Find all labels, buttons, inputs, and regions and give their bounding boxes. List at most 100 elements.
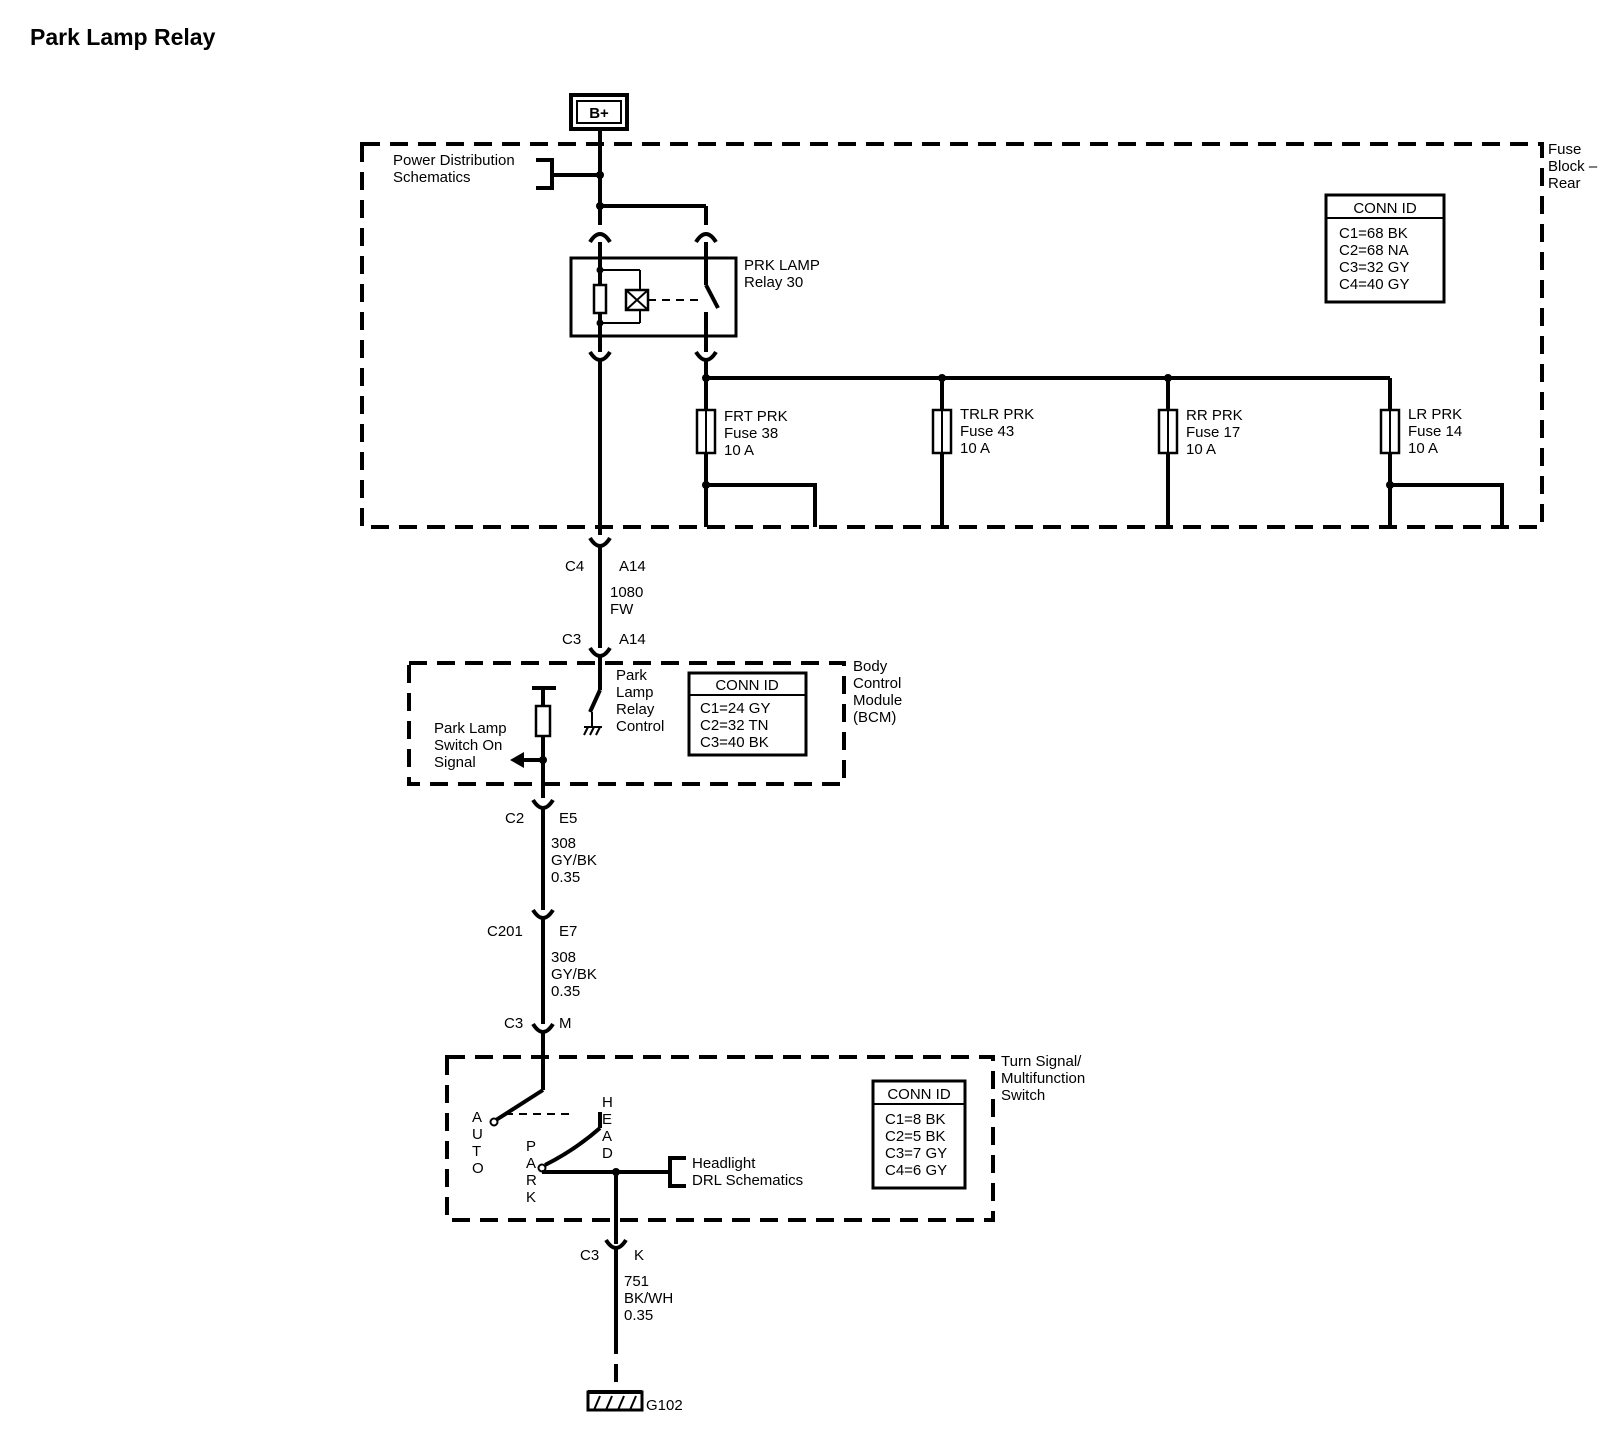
park-position-label: P A R K <box>526 1138 537 1206</box>
svg-text:C2=5 BK: C2=5 BK <box>885 1128 945 1145</box>
park-lamp-relay-control-label: Park Lamp Relay Control <box>616 667 664 735</box>
connector-c201-e7 <box>531 908 555 920</box>
headlight-drl-ref: Headlight DRL Schematics <box>692 1155 803 1189</box>
connector-c3-a14 <box>588 646 612 658</box>
svg-text:10 A: 10 A <box>1186 441 1216 458</box>
wire-751-bk-wh: 751 BK/WH 0.35 <box>624 1273 673 1324</box>
svg-text:P: P <box>526 1138 536 1155</box>
bcm-name: Body Control Module (BCM) <box>853 658 902 726</box>
svg-text:FW: FW <box>610 601 634 618</box>
wire-308-gy-bk-upper: 308 GY/BK 0.35 <box>551 835 597 886</box>
fuse-frt-prk: FRT PRK Fuse 38 10 A <box>695 408 788 459</box>
svg-text:0.35: 0.35 <box>624 1307 653 1324</box>
turn-signal-switch-name: Turn Signal/ Multifunction Switch <box>1001 1053 1085 1104</box>
connector-c4-a14 <box>588 536 612 548</box>
fuse-block-name: Fuse Block – Rear <box>1548 141 1598 192</box>
svg-text:RR PRK: RR PRK <box>1186 407 1243 424</box>
head-position-label: H E A D <box>602 1094 613 1162</box>
relay-connector-87 <box>694 350 718 362</box>
svg-text:GY/BK: GY/BK <box>551 852 597 869</box>
svg-text:308: 308 <box>551 835 576 852</box>
svg-text:C1=8 BK: C1=8 BK <box>885 1111 945 1128</box>
svg-text:C4: C4 <box>565 558 584 575</box>
svg-text:C3=32 GY: C3=32 GY <box>1339 259 1409 276</box>
svg-text:Module: Module <box>853 692 902 709</box>
svg-text:(BCM): (BCM) <box>853 709 896 726</box>
svg-text:Control: Control <box>616 718 664 735</box>
svg-text:E: E <box>602 1111 612 1128</box>
svg-text:Block –: Block – <box>1548 158 1598 175</box>
diagram-title: Park Lamp Relay <box>30 24 216 50</box>
svg-text:Rear: Rear <box>1548 175 1581 192</box>
power-distribution-ref: Power Distribution Schematics <box>393 152 600 190</box>
bcm-outline <box>407 661 846 786</box>
svg-text:308: 308 <box>551 949 576 966</box>
fuse-lr-prk: LR PRK Fuse 14 10 A <box>1379 406 1462 457</box>
turn-signal-switch-outline <box>445 1055 995 1222</box>
ground-symbol-icon <box>586 1390 644 1412</box>
headlamp-switch-arm <box>494 1088 545 1122</box>
svg-text:A: A <box>526 1155 536 1172</box>
svg-text:A: A <box>472 1109 482 1126</box>
svg-text:Signal: Signal <box>434 754 476 771</box>
svg-text:C3: C3 <box>580 1247 599 1264</box>
svg-text:PRK LAMP: PRK LAMP <box>744 257 820 274</box>
svg-text:10 A: 10 A <box>960 440 990 457</box>
svg-text:BK/WH: BK/WH <box>624 1290 673 1307</box>
svg-text:Switch: Switch <box>1001 1087 1045 1104</box>
svg-text:K: K <box>634 1247 644 1264</box>
svg-text:C3=40 BK: C3=40 BK <box>700 734 769 751</box>
relay-label: PRK LAMP Relay 30 <box>744 257 820 291</box>
svg-text:DRL Schematics: DRL Schematics <box>692 1172 803 1189</box>
svg-text:10 A: 10 A <box>1408 440 1438 457</box>
park-lamp-relay <box>569 242 738 352</box>
svg-text:C3=7 GY: C3=7 GY <box>885 1145 947 1162</box>
svg-text:A: A <box>602 1128 612 1145</box>
svg-text:10 A: 10 A <box>724 442 754 459</box>
svg-text:R: R <box>526 1172 537 1189</box>
svg-text:C1=24 GY: C1=24 GY <box>700 700 770 717</box>
svg-text:D: D <box>602 1145 613 1162</box>
svg-text:Park: Park <box>616 667 647 684</box>
signal-arrow-icon <box>510 752 524 768</box>
fuse-block-conn-id-table: CONN ID C1=68 BK C2=68 NA C3=32 GY C4=40… <box>1324 193 1446 304</box>
svg-text:Turn Signal/: Turn Signal/ <box>1001 1053 1082 1070</box>
svg-text:E7: E7 <box>559 923 577 940</box>
relay-connector-30 <box>694 232 718 244</box>
svg-text:Multifunction: Multifunction <box>1001 1070 1085 1087</box>
svg-text:Fuse 43: Fuse 43 <box>960 423 1014 440</box>
switch-conn-id-table: CONN ID C1=8 BK C2=5 BK C3=7 GY C4=6 GY <box>871 1079 967 1190</box>
connector-c2-e5 <box>531 798 555 810</box>
svg-text:C2=68 NA: C2=68 NA <box>1339 242 1409 259</box>
svg-text:Fuse 14: Fuse 14 <box>1408 423 1462 440</box>
wire-308-gy-bk-lower: 308 GY/BK 0.35 <box>551 949 597 1000</box>
svg-text:Headlight: Headlight <box>692 1155 756 1172</box>
svg-text:C4=6 GY: C4=6 GY <box>885 1162 947 1179</box>
svg-text:Park Lamp: Park Lamp <box>434 720 507 737</box>
svg-text:FRT PRK: FRT PRK <box>724 408 788 425</box>
svg-text:CONN ID: CONN ID <box>1353 200 1417 217</box>
svg-text:T: T <box>472 1143 481 1160</box>
svg-text:GY/BK: GY/BK <box>551 966 597 983</box>
svg-text:Schematics: Schematics <box>393 169 471 186</box>
svg-text:C2: C2 <box>505 810 524 827</box>
svg-text:Control: Control <box>853 675 901 692</box>
relay-connector-85 <box>588 350 612 362</box>
bcm-conn-id-table: CONN ID C1=24 GY C2=32 TN C3=40 BK <box>687 671 808 757</box>
fuse-block-rear-outline <box>360 142 1544 529</box>
svg-text:Fuse 17: Fuse 17 <box>1186 424 1240 441</box>
svg-text:C1=68 BK: C1=68 BK <box>1339 225 1408 242</box>
svg-text:A14: A14 <box>619 558 646 575</box>
battery-power-terminal: B+ <box>569 93 629 131</box>
svg-text:A14: A14 <box>619 631 646 648</box>
svg-text:LR PRK: LR PRK <box>1408 406 1462 423</box>
svg-text:Power Distribution: Power Distribution <box>393 152 515 169</box>
svg-text:U: U <box>472 1126 483 1143</box>
b-plus-label: B+ <box>589 105 609 122</box>
svg-text:E5: E5 <box>559 810 577 827</box>
svg-text:TRLR PRK: TRLR PRK <box>960 406 1034 423</box>
svg-text:C3: C3 <box>504 1015 523 1032</box>
svg-text:C2=32 TN: C2=32 TN <box>700 717 769 734</box>
wire-1080-fw: 1080 FW <box>610 584 643 618</box>
